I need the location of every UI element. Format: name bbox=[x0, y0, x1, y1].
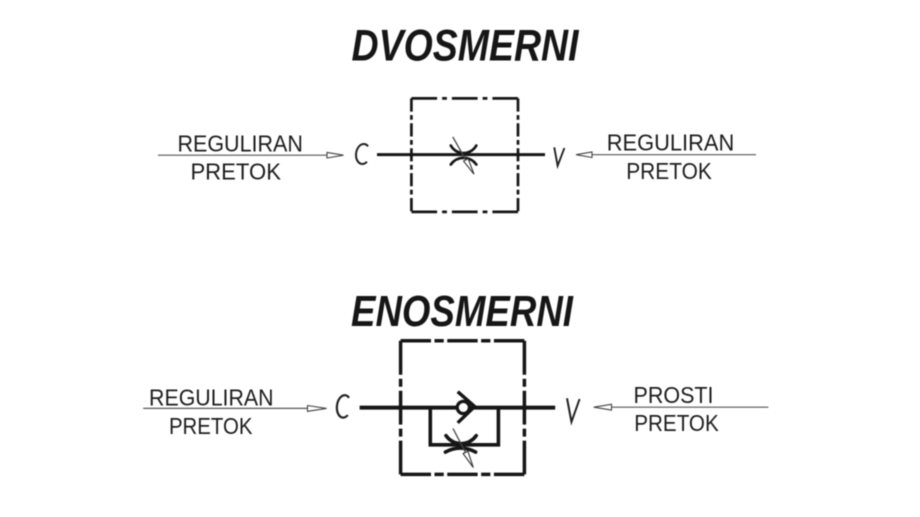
svg-text:REGULIRAN: REGULIRAN bbox=[149, 385, 274, 411]
svg-text:ENOSMERNI: ENOSMERNI bbox=[351, 287, 574, 336]
svg-text:PRETOK: PRETOK bbox=[190, 159, 281, 185]
svg-text:REGULIRAN: REGULIRAN bbox=[607, 129, 735, 155]
svg-text:PRETOK: PRETOK bbox=[169, 413, 253, 439]
svg-text:DVOSMERNI: DVOSMERNI bbox=[352, 21, 580, 71]
svg-text:PRETOK: PRETOK bbox=[626, 158, 712, 184]
svg-text:REGULIRAN: REGULIRAN bbox=[177, 131, 303, 157]
svg-text:PROSTI: PROSTI bbox=[634, 382, 714, 408]
svg-text:PRETOK: PRETOK bbox=[634, 410, 719, 436]
